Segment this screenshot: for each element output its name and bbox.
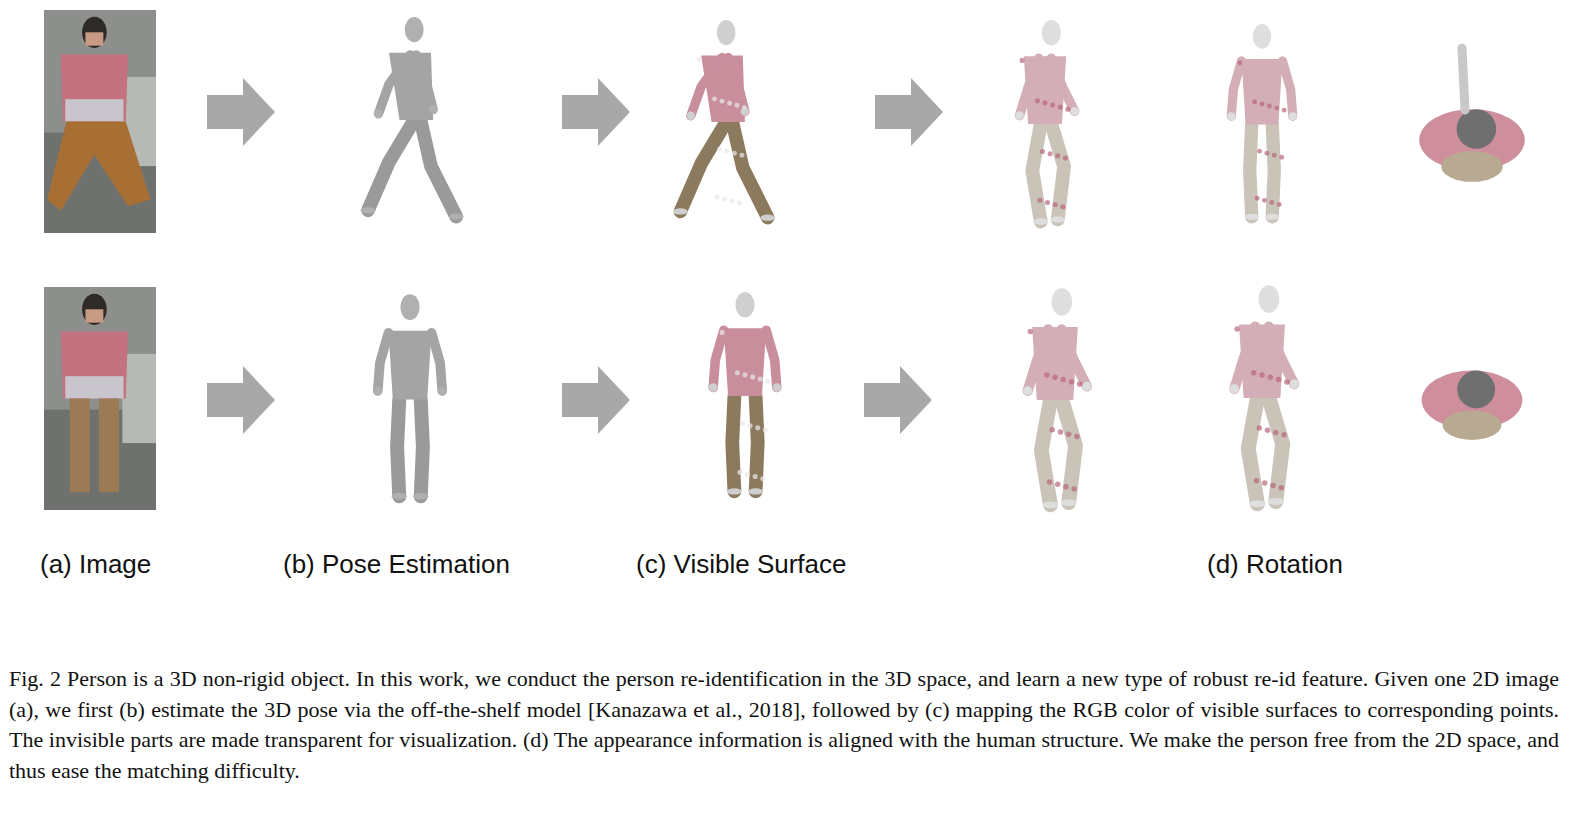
block-arrow	[562, 366, 630, 434]
human-mesh	[1230, 285, 1299, 507]
block-arrow	[562, 78, 630, 146]
figure-caption: Fig. 2 Person is a 3D non-rigid object. …	[9, 664, 1559, 786]
person-photo	[44, 10, 156, 233]
human-mesh	[1023, 288, 1091, 508]
panel-label: (d) Rotation	[1207, 549, 1343, 580]
block-arrow	[864, 366, 932, 434]
panel-label: (a) Image	[40, 549, 151, 580]
top-view-mesh	[1419, 109, 1525, 182]
panel-label: (c) Visible Surface	[636, 549, 847, 580]
panel-label: (b) Pose Estimation	[283, 549, 510, 580]
block-arrow	[207, 78, 275, 146]
block-arrow	[207, 366, 275, 434]
block-arrow	[875, 78, 943, 146]
top-view-mesh	[1422, 371, 1523, 440]
human-mesh	[673, 20, 775, 221]
person-photo	[44, 287, 156, 510]
human-mesh	[361, 17, 464, 220]
human-mesh	[709, 292, 781, 494]
human-mesh	[1227, 24, 1297, 220]
human-mesh	[1015, 20, 1079, 225]
human-mesh	[373, 294, 446, 499]
